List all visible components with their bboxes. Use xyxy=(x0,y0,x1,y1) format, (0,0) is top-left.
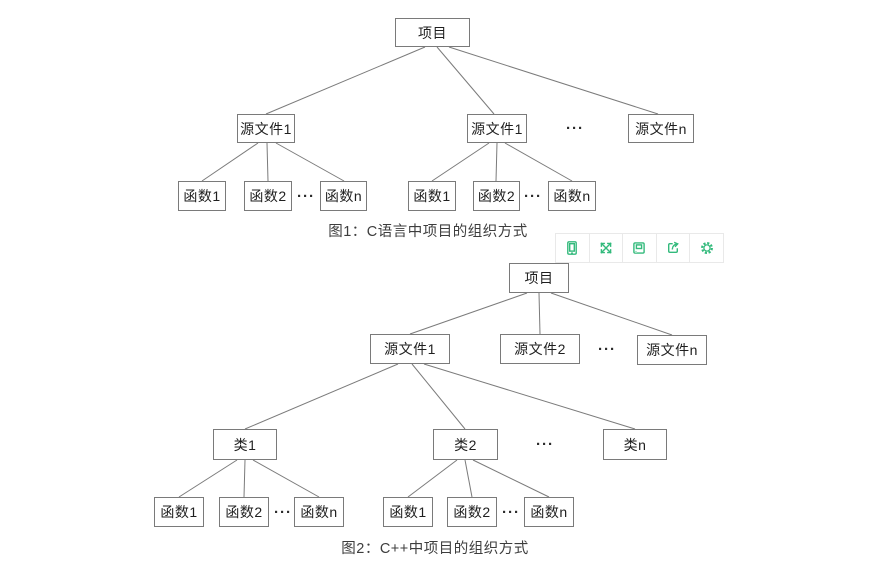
save-icon xyxy=(631,240,647,256)
fig2-node-project: 项目 xyxy=(509,263,569,293)
fig2-node-func2-left: 函数2 xyxy=(219,497,269,527)
fig2-func-ellipsis-left: ··· xyxy=(274,503,292,521)
fig2-func-ellipsis-right: ··· xyxy=(502,503,520,521)
fig2-node-sourcefile-1: 源文件1 xyxy=(370,334,450,364)
device-preview-button[interactable] xyxy=(556,234,590,262)
fig1-func-ellipsis-left: ··· xyxy=(297,187,315,205)
fig2-node-sourcefile-n: 源文件n xyxy=(637,335,707,365)
settings-button[interactable] xyxy=(690,234,723,262)
device-preview-icon xyxy=(564,240,580,256)
fig1-node-func1-right: 函数1 xyxy=(408,181,456,211)
figure1-caption: 图1：C语言中项目的组织方式 xyxy=(328,224,528,240)
fig1-node-funcn-left: 函数n xyxy=(320,181,367,211)
fig2-node-funcn-left: 函数n xyxy=(294,497,344,527)
fig1-func-ellipsis-right: ··· xyxy=(524,187,542,205)
fig2-node-func1-right: 函数1 xyxy=(383,497,433,527)
save-button[interactable] xyxy=(623,234,657,262)
fig1-node-sourcefile-1: 源文件1 xyxy=(237,114,295,143)
fig1-node-func1-left: 函数1 xyxy=(178,181,226,211)
fullscreen-icon xyxy=(598,240,614,256)
fig1-node-funcn-right: 函数n xyxy=(548,181,596,211)
export-button[interactable] xyxy=(656,234,691,262)
fig2-node-class-1: 类1 xyxy=(213,429,277,460)
fig1-sourcefile-ellipsis: ··· xyxy=(566,119,584,137)
export-icon xyxy=(665,240,681,256)
fig2-class-ellipsis: ··· xyxy=(536,435,554,453)
fig2-sourcefile-ellipsis: ··· xyxy=(598,340,616,358)
fig1-node-project: 项目 xyxy=(395,18,470,47)
figure2-caption: 图2：C++中项目的组织方式 xyxy=(341,541,529,557)
fig2-node-func1-left: 函数1 xyxy=(154,497,204,527)
fig2-node-class-n: 类n xyxy=(603,429,667,460)
image-toolbar xyxy=(555,233,724,263)
fig1-node-func2-right: 函数2 xyxy=(473,181,520,211)
fig1-node-sourcefile-mid: 源文件1 xyxy=(467,114,527,143)
fig2-node-class-2: 类2 xyxy=(433,429,498,460)
fig1-node-func2-left: 函数2 xyxy=(244,181,292,211)
fig2-node-funcn-right: 函数n xyxy=(524,497,574,527)
fullscreen-button[interactable] xyxy=(589,234,624,262)
settings-gear-icon xyxy=(699,240,715,256)
fig2-node-func2-right: 函数2 xyxy=(447,497,497,527)
fig1-node-sourcefile-n: 源文件n xyxy=(628,114,694,143)
fig2-node-sourcefile-2: 源文件2 xyxy=(500,334,580,364)
